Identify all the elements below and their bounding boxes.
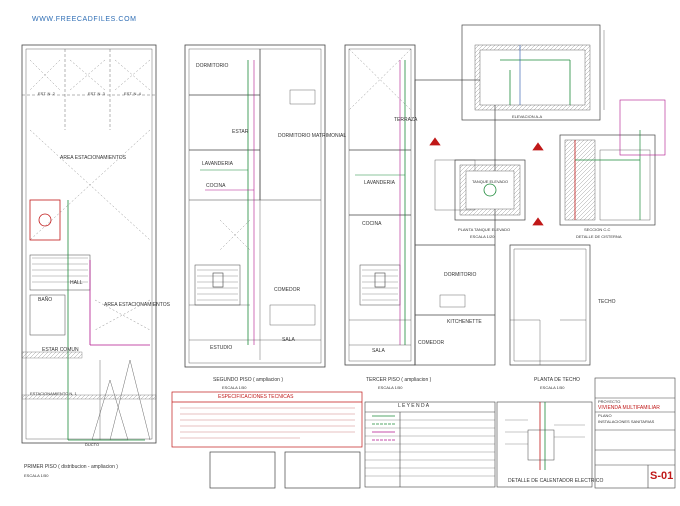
room-label: DORMITORIO MATRIMONIAL bbox=[278, 133, 347, 139]
plan-scale: ESCALA 1/50 bbox=[24, 473, 49, 478]
detail-title: SECCION C-C bbox=[584, 227, 611, 232]
detail-title: ELEVACION A-A bbox=[512, 114, 543, 119]
specs-title: ESPECIFICACIONES TECNICAS bbox=[218, 394, 294, 400]
room-label: ESTAR bbox=[232, 129, 249, 135]
plan-title: PRIMER PISO ( distribucion - ampliacion … bbox=[24, 464, 118, 470]
legend-box bbox=[364, 401, 496, 488]
room-label: DORMITORIO bbox=[444, 272, 477, 278]
plan-title: TERCER PISO ( ampliacion ) bbox=[366, 377, 432, 383]
tb-project-label: PROYECTO bbox=[598, 399, 621, 404]
plan-techo bbox=[509, 244, 591, 366]
room-label: SALA bbox=[372, 348, 385, 354]
detail-subtitle: DETALLE DE CISTERNA bbox=[576, 234, 622, 239]
tb-project: VIVIENDA MULTIFAMILIAR bbox=[598, 405, 660, 411]
watermark: WWW.FREECADFILES.COM bbox=[32, 16, 137, 23]
detail-title: DETALLE DE CALENTADOR ELECTRICO bbox=[508, 478, 604, 484]
room-label: COCINA bbox=[362, 221, 382, 227]
tb-plan: INSTALACIONES SANITARIAS bbox=[598, 419, 655, 424]
plan-primer-piso bbox=[21, 44, 157, 444]
specs-box bbox=[171, 391, 363, 489]
room-label: TERRAZA bbox=[394, 117, 418, 123]
room-label: HALL bbox=[70, 280, 83, 286]
detail-scale: ESCALA 1/20 bbox=[470, 234, 495, 239]
room-label: LAVANDERIA bbox=[364, 180, 395, 186]
room-label: SALA bbox=[282, 337, 295, 343]
room-label: LAVANDERIA bbox=[202, 161, 233, 167]
detail-tank-plan bbox=[429, 137, 544, 226]
room-label: BAÑO bbox=[38, 297, 53, 303]
plan-scale: ESCALA 1/50 bbox=[378, 385, 403, 390]
tb-plan-label: PLANO bbox=[598, 413, 612, 418]
room-label: AREA ESTACIONAMIENTOS bbox=[60, 155, 126, 161]
detail-heater bbox=[496, 401, 593, 488]
room-label: KITCHENETTE bbox=[447, 319, 482, 325]
room-label: DORMITORIO bbox=[196, 63, 229, 69]
detail-label: TANQUE ELEVADO bbox=[472, 179, 509, 184]
plan-segundo-piso bbox=[184, 44, 326, 368]
plan-title: PLANTA DE TECHO bbox=[534, 377, 580, 383]
room-label: EST. N. 4 bbox=[124, 91, 141, 96]
room-label: COCINA bbox=[206, 183, 226, 189]
plan-title: SEGUNDO PISO ( ampliacion ) bbox=[213, 377, 284, 383]
plan-tercer-piso bbox=[344, 44, 496, 366]
room-label: COMEDOR bbox=[418, 340, 445, 346]
room-label: ESTACIONAMIENTO N. 1 bbox=[30, 391, 77, 396]
room-label: ESTUDIO bbox=[210, 345, 233, 351]
room-label: AREA ESTACIONAMIENTOS bbox=[104, 302, 170, 308]
legend-title: L E Y E N D A bbox=[398, 403, 430, 409]
room-label: COMEDOR bbox=[274, 287, 301, 293]
room-label: TECHO bbox=[598, 299, 616, 305]
sheet-code: S-01 bbox=[650, 470, 674, 482]
detail-section bbox=[559, 99, 666, 226]
plan-scale: ESCALA 1/50 bbox=[540, 385, 565, 390]
room-label: DUCTO bbox=[85, 442, 100, 447]
title-block bbox=[594, 377, 676, 489]
room-label: EST. N. 2 bbox=[38, 91, 55, 96]
plan-scale: ESCALA 1/50 bbox=[222, 385, 247, 390]
room-label: ESTAR COMUN bbox=[42, 347, 79, 353]
detail-title: PLANTA TANQUE ELEVADO bbox=[458, 227, 511, 232]
room-label: EST. N. 3 bbox=[88, 91, 105, 96]
detail-elevation bbox=[461, 24, 605, 121]
